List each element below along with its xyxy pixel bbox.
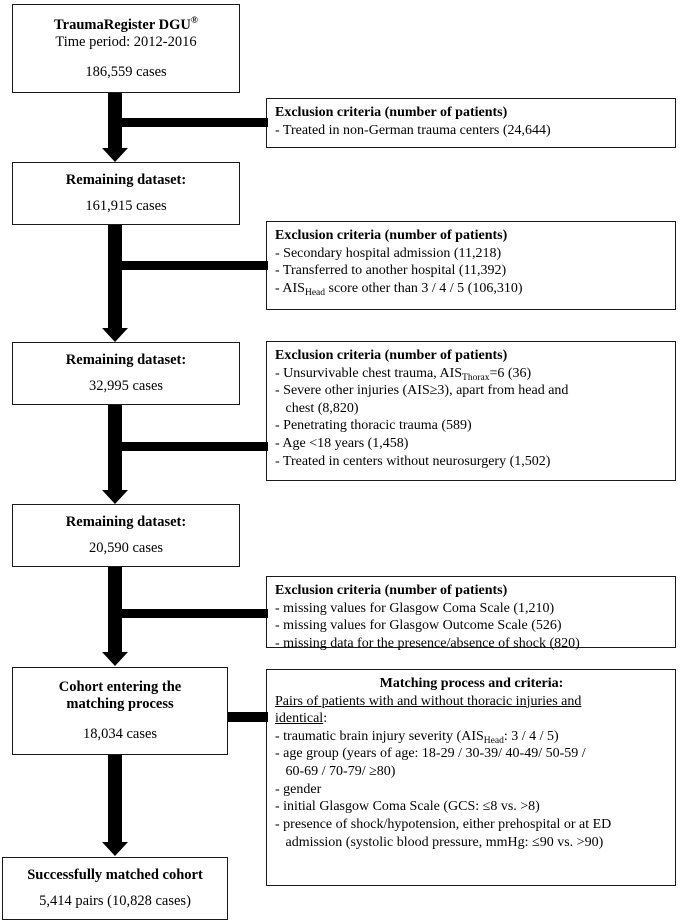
exclusion-4-header: Exclusion criteria (number of patients) bbox=[275, 583, 508, 598]
remaining-dataset-1-cases: 161,915 cases bbox=[85, 198, 167, 215]
matching-header: Matching process and criteria: bbox=[379, 676, 564, 691]
registry-box: TraumaRegister DGU® Time period: 2012-20… bbox=[12, 4, 240, 93]
exclusion-criteria-box-1: Exclusion criteria (number of patients) … bbox=[266, 98, 676, 148]
exclusion-1-header: Exclusion criteria (number of patients) bbox=[275, 105, 508, 120]
exclusion-4-item-2: - missing data for the presence/absence … bbox=[275, 635, 580, 651]
arrow-head-remaining3-to-cohort bbox=[102, 652, 128, 666]
exclusion-3-item-1: - Severe other injuries (AIS≥3), apart f… bbox=[275, 383, 569, 416]
matching-item-ais-head: - traumatic brain injury severity (AISHe… bbox=[275, 728, 559, 746]
exclusion-4-item-1: - missing values for Glasgow Outcome Sca… bbox=[275, 618, 562, 634]
connector-cohort-to-matching bbox=[228, 712, 268, 722]
arrow-head-cohort-to-matched bbox=[102, 842, 128, 856]
matching-item-2: - gender bbox=[275, 781, 322, 797]
ais-thorax-subscript: Thorax bbox=[462, 372, 490, 383]
registry-box-period: Time period: 2012-2016 bbox=[55, 33, 197, 50]
remaining-dataset-2-cases: 32,995 cases bbox=[88, 378, 164, 395]
remaining-dataset-1-title: Remaining dataset: bbox=[65, 172, 187, 189]
matching-process-box: Matching process and criteria: Pairs of … bbox=[266, 669, 676, 886]
connector-to-exclusion-3 bbox=[120, 442, 268, 451]
matched-cohort-box: Successfully matched cohort 5,414 pairs … bbox=[2, 857, 228, 920]
matching-underlined-line1: Pairs of patients with and without thora… bbox=[275, 693, 582, 709]
remaining-dataset-box-3: Remaining dataset: 20,590 cases bbox=[12, 504, 240, 567]
connector-to-exclusion-4 bbox=[120, 609, 268, 618]
exclusion-2-item-1: - Transferred to another hospital (11,39… bbox=[275, 263, 507, 279]
matching-ais-head-subscript: Head bbox=[483, 735, 504, 746]
exclusion-3-item-ais-thorax: - Unsurvivable chest trauma, AISThorax=6… bbox=[275, 365, 532, 383]
remaining-dataset-box-1: Remaining dataset: 161,915 cases bbox=[12, 162, 240, 225]
arrow-stem-remaining1-to-remaining2 bbox=[108, 225, 122, 329]
exclusion-criteria-box-4: Exclusion criteria (number of patients) … bbox=[266, 576, 676, 651]
exclusion-1-item-0: - Treated in non-German trauma centers (… bbox=[275, 122, 551, 138]
exclusion-2-item-0: - Secondary hospital admission (11,218) bbox=[275, 245, 502, 261]
matching-item-3: - initial Glasgow Coma Scale (GCS: ≤8 vs… bbox=[275, 799, 540, 815]
connector-to-exclusion-2 bbox=[120, 261, 268, 270]
exclusion-3-header: Exclusion criteria (number of patients) bbox=[275, 348, 508, 363]
exclusion-4-item-0: - missing values for Glasgow Coma Scale … bbox=[275, 600, 555, 616]
exclusion-3-item-4: - Treated in centers without neurosurger… bbox=[275, 453, 551, 469]
remaining-dataset-box-2: Remaining dataset: 32,995 cases bbox=[12, 342, 240, 405]
matched-cohort-cases: 5,414 pairs (10,828 cases) bbox=[39, 893, 191, 910]
remaining-dataset-3-title: Remaining dataset: bbox=[65, 514, 187, 531]
matching-item-4: - presence of shock/hypotension, either … bbox=[275, 816, 612, 850]
arrow-stem-remaining2-to-remaining3 bbox=[108, 405, 122, 491]
exclusion-2-item-ais-head: - AISHead score other than 3 / 4 / 5 (10… bbox=[275, 280, 523, 298]
cohort-box: Cohort entering the matching process 18,… bbox=[12, 667, 228, 755]
exclusion-3-item-3: - Age <18 years (1,458) bbox=[275, 436, 409, 451]
arrow-head-remaining2-to-remaining3 bbox=[102, 490, 128, 504]
matching-item-1: - age group (years of age: 18-29 / 30-39… bbox=[275, 746, 586, 779]
exclusion-criteria-box-2: Exclusion criteria (number of patients) … bbox=[266, 221, 676, 310]
cohort-box-title-line2: matching process bbox=[66, 696, 174, 713]
cohort-box-cases: 18,034 cases bbox=[82, 726, 158, 743]
arrow-head-remaining1-to-remaining2 bbox=[102, 328, 128, 342]
registry-box-cases: 186,559 cases bbox=[85, 63, 167, 80]
remaining-dataset-2-title: Remaining dataset: bbox=[65, 352, 187, 369]
arrow-stem-registry-to-remaining1 bbox=[108, 93, 122, 149]
exclusion-2-header: Exclusion criteria (number of patients) bbox=[275, 228, 508, 243]
exclusion-3-item-2: - Penetrating thoracic trauma (589) bbox=[275, 418, 472, 434]
cohort-box-title-line1: Cohort entering the bbox=[58, 679, 182, 696]
matching-underlined-line2: identical: bbox=[275, 711, 328, 727]
registry-box-title: TraumaRegister DGU® bbox=[54, 15, 198, 33]
matched-cohort-title: Successfully matched cohort bbox=[27, 867, 203, 884]
ais-head-subscript: Head bbox=[304, 287, 325, 298]
registered-trademark-symbol: ® bbox=[190, 15, 198, 26]
arrow-stem-cohort-to-matched bbox=[108, 755, 122, 843]
connector-to-exclusion-1 bbox=[120, 118, 268, 127]
exclusion-criteria-box-3: Exclusion criteria (number of patients) … bbox=[266, 341, 676, 481]
arrow-stem-remaining3-to-cohort bbox=[108, 567, 122, 653]
remaining-dataset-3-cases: 20,590 cases bbox=[88, 540, 164, 557]
arrow-head-registry-to-remaining1 bbox=[102, 148, 128, 162]
